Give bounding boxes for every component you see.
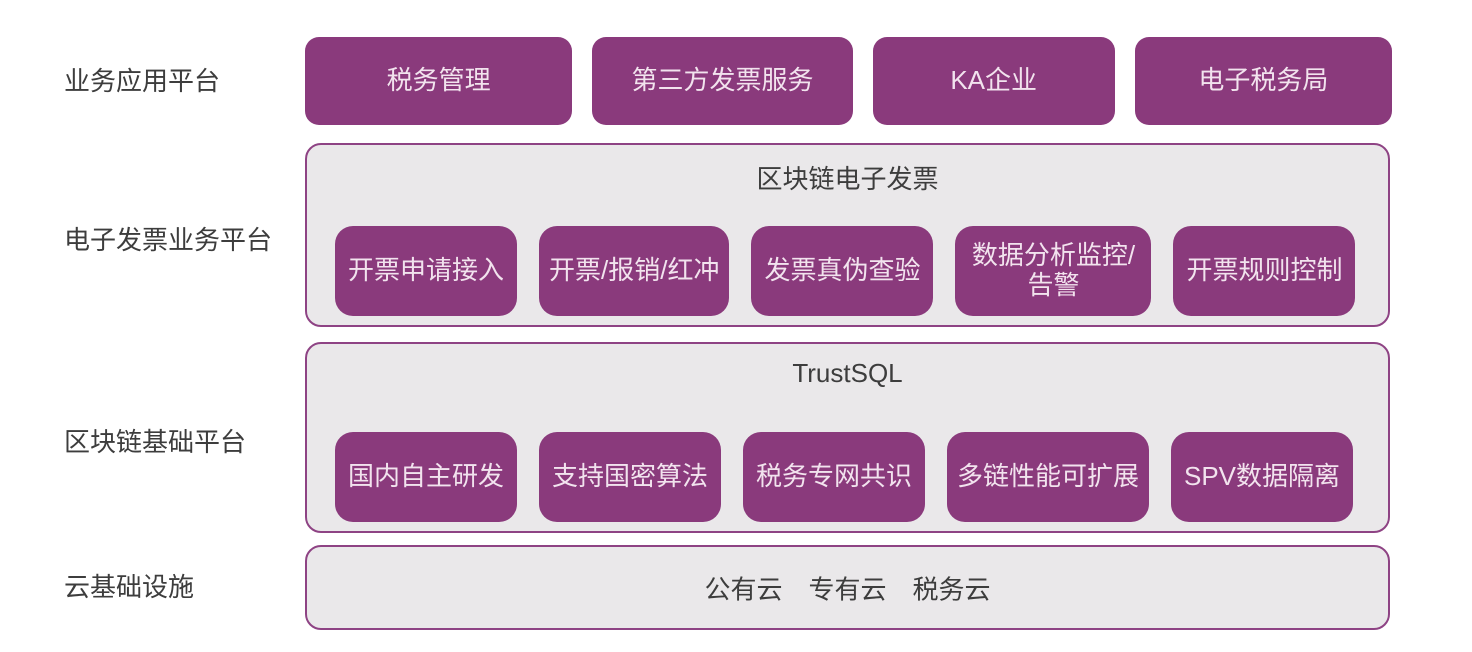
box-multichain-scalability: 多链性能可扩展: [947, 432, 1150, 522]
box-electronic-tax-bureau: 电子税务局: [1134, 37, 1392, 125]
einvoice-platform-container: 区块链电子发票 开票申请接入 开票/报销/红冲 发票真伪查验 数据分析监控/告警…: [305, 143, 1390, 327]
einvoice-platform-title: 区块链电子发票: [756, 164, 939, 194]
box-domestic-self-developed: 国内自主研发: [335, 432, 517, 522]
einvoice-platform-boxes: 开票申请接入 开票/报销/红冲 发票真伪查验 数据分析监控/告警 开票规则控制: [335, 226, 1356, 316]
box-spv-data-isolation: SPV数据隔离: [1171, 432, 1354, 522]
business-apps-row: 税务管理 第三方发票服务 KA企业 电子税务局: [305, 37, 1392, 125]
layer-label-cloud-infra: 云基础设施: [64, 572, 195, 602]
cloud-infra-title: 公有云 专有云 税务云: [704, 574, 991, 604]
box-third-party-invoice-service: 第三方发票服务: [592, 37, 853, 125]
blockchain-platform-title: TrustSQL: [792, 358, 903, 388]
box-ka-enterprise: KA企业: [872, 37, 1115, 125]
box-national-crypto-support: 支持国密算法: [539, 432, 721, 522]
box-data-analysis-monitoring-alert: 数据分析监控/告警: [955, 226, 1152, 316]
layer-label-einvoice-platform: 电子发票业务平台: [64, 225, 273, 255]
box-invoice-request-access: 开票申请接入: [335, 226, 517, 316]
box-invoice-reimburse-redflush: 开票/报销/红冲: [539, 226, 730, 316]
layer-label-business-apps: 业务应用平台: [64, 66, 221, 96]
blockchain-platform-boxes: 国内自主研发 支持国密算法 税务专网共识 多链性能可扩展 SPV数据隔离: [335, 432, 1354, 522]
blockchain-platform-container: TrustSQL 国内自主研发 支持国密算法 税务专网共识 多链性能可扩展 SP…: [305, 342, 1390, 533]
box-invoice-verification: 发票真伪查验: [751, 226, 934, 316]
box-tax-network-consensus: 税务专网共识: [743, 432, 925, 522]
box-invoice-rule-control: 开票规则控制: [1173, 226, 1356, 316]
layer-label-blockchain-platform: 区块链基础平台: [64, 427, 247, 457]
cloud-infra-container: 公有云 专有云 税务云: [305, 545, 1390, 630]
box-tax-management: 税务管理: [305, 37, 573, 125]
